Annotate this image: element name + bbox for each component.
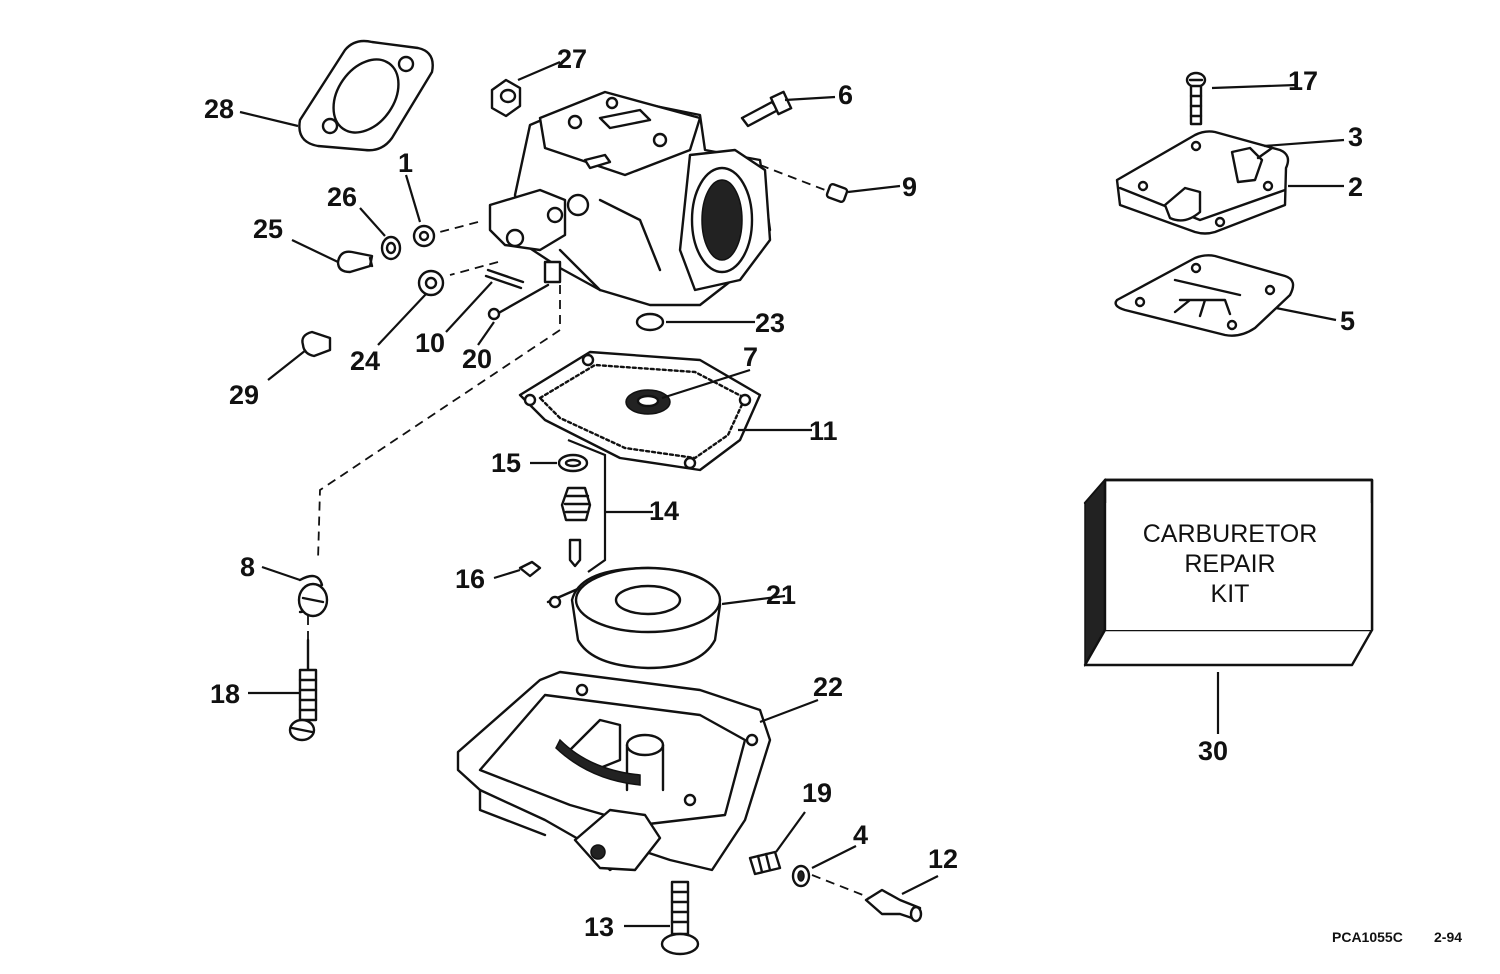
float-21-part <box>546 566 722 670</box>
callout-11: 11 <box>809 416 838 446</box>
fitting-12-part <box>864 888 923 923</box>
callout-14: 14 <box>649 496 679 526</box>
screw-18-part <box>288 638 318 742</box>
hex-nut-part <box>490 78 522 118</box>
callout-15: 15 <box>491 448 521 478</box>
drain-screw-13-part <box>660 880 700 956</box>
callout-9: 9 <box>902 172 917 202</box>
screw-6-part <box>740 90 793 128</box>
callout-21: 21 <box>766 580 796 610</box>
callout-16: 16 <box>455 564 485 594</box>
callout-numbers: 28 27 6 9 1 26 25 24 10 20 29 23 7 11 15… <box>204 44 1363 942</box>
callout-8: 8 <box>240 552 255 582</box>
callout-10: 10 <box>415 328 445 358</box>
float-bowl-22-part <box>456 670 772 872</box>
kit-label-line2: REPAIR <box>1184 550 1275 578</box>
callout-19: 19 <box>802 778 832 808</box>
footer-date: 2-94 <box>1434 929 1462 945</box>
callout-6: 6 <box>838 80 853 110</box>
callout-17: 17 <box>1288 66 1318 96</box>
callout-2: 2 <box>1348 172 1363 202</box>
callout-13: 13 <box>584 912 614 942</box>
footer-part-code: PCA1055C <box>1332 929 1403 945</box>
clip-29-part <box>301 330 332 358</box>
throttle-body-part <box>488 90 772 307</box>
callout-5: 5 <box>1340 306 1355 336</box>
screw-9-part <box>825 182 849 204</box>
callout-26: 26 <box>327 182 357 212</box>
callout-29: 29 <box>229 380 259 410</box>
callout-24: 24 <box>350 346 380 376</box>
spring-8-part <box>297 574 329 618</box>
assembly-dash-lines <box>307 164 869 898</box>
plug-23-part <box>635 312 665 332</box>
callout-27: 27 <box>557 44 587 74</box>
callout-3: 3 <box>1348 122 1363 152</box>
kit-label-line1: CARBURETOR <box>1143 520 1318 548</box>
callout-18: 18 <box>210 679 240 709</box>
needle-seat-14-part <box>560 438 607 573</box>
callout-1: 1 <box>398 148 413 178</box>
callout-20: 20 <box>462 344 492 374</box>
leader-lines <box>239 60 1345 928</box>
washer-4-part <box>791 864 811 888</box>
callout-22: 22 <box>813 672 843 702</box>
repair-kit-box: CARBURETOR REPAIR KIT <box>1083 477 1374 668</box>
clip-16-part <box>518 560 542 578</box>
jet-19-part <box>748 850 782 876</box>
callout-30: 30 <box>1198 736 1228 766</box>
washer-15-part <box>557 453 589 473</box>
kit-label-line3: KIT <box>1211 580 1250 608</box>
callout-25: 25 <box>253 214 283 244</box>
callout-28: 28 <box>204 94 234 124</box>
callout-4: 4 <box>853 820 868 850</box>
callout-23: 23 <box>755 308 785 338</box>
flange-gasket-part <box>298 39 434 152</box>
callout-12: 12 <box>928 844 958 874</box>
throttle-hardware-parts <box>336 224 550 321</box>
fuel-pump-cover-parts <box>1114 71 1295 337</box>
callout-7: 7 <box>743 342 758 372</box>
bowl-gasket-part <box>518 350 762 472</box>
